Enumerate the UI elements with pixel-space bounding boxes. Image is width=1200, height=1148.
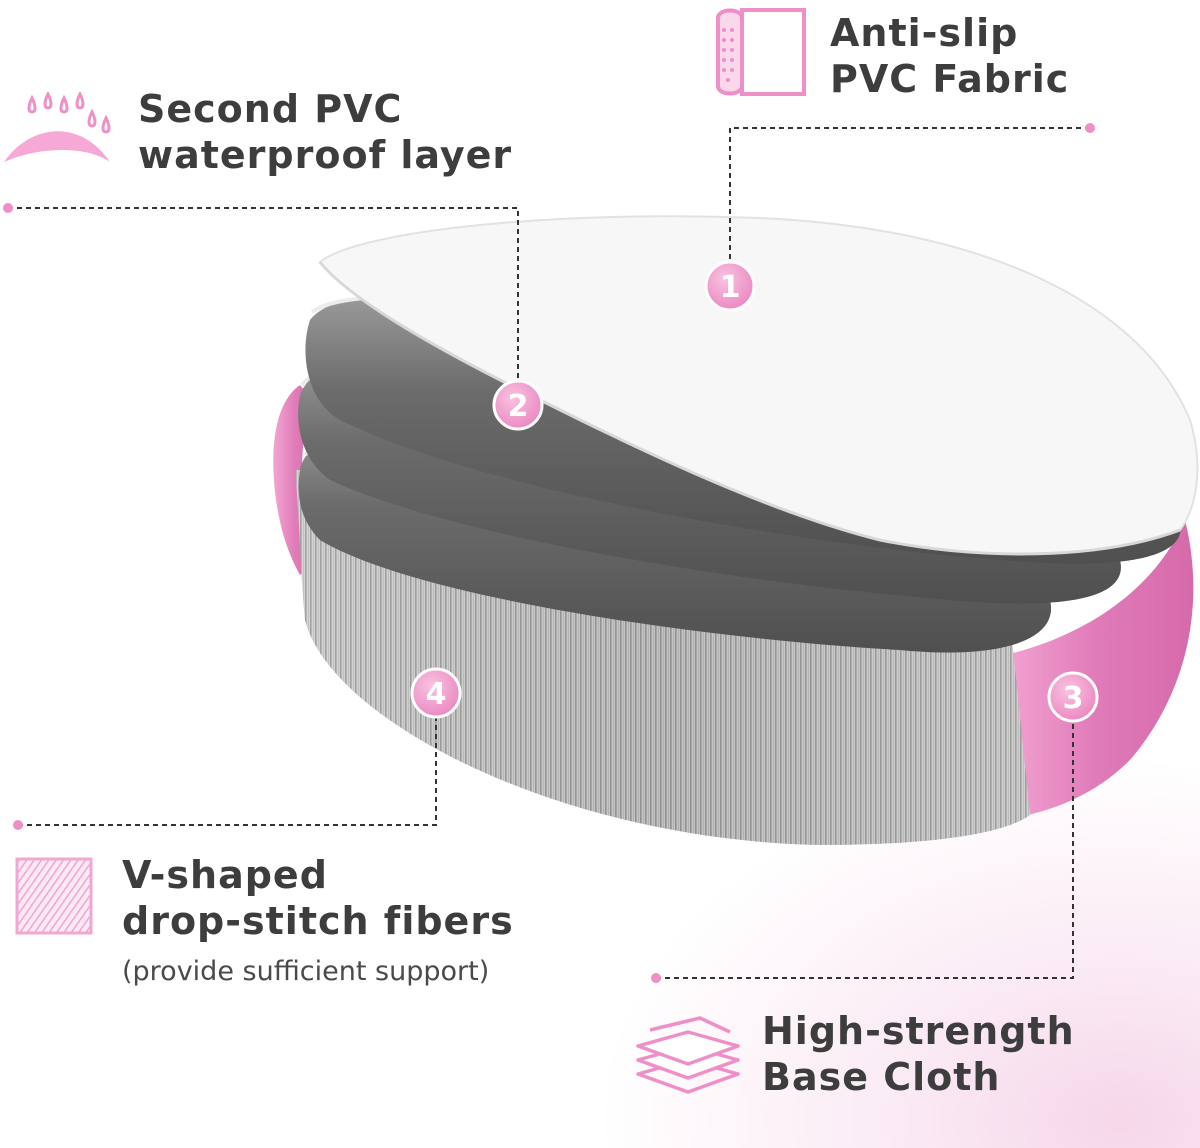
leader-dot-4 <box>13 820 23 830</box>
waterproof-line-1: Second PVC <box>138 87 403 131</box>
badge-3: 3 <box>1047 671 1099 723</box>
badge-4-number: 4 <box>426 677 447 712</box>
leader-line-3 <box>656 718 1074 979</box>
fibers-line-2: drop-stitch fibers <box>122 899 514 943</box>
badge-4: 4 <box>410 667 462 719</box>
base-cloth-line-1: High-strength <box>762 1009 1075 1053</box>
base-cloth-line-2: Base Cloth <box>762 1055 1001 1099</box>
anti-slip-line-2: PVC Fabric <box>830 57 1070 101</box>
badge-2-number: 2 <box>508 389 529 424</box>
leader-dot-1 <box>1085 123 1095 133</box>
fibers-note: (provide sufficient support) <box>122 956 490 987</box>
leader-dot-3 <box>651 973 661 983</box>
base-cloth-label: High-strength Base Cloth <box>762 1008 1075 1100</box>
water-drops-icon <box>4 92 111 162</box>
leader-line-1 <box>729 127 1090 262</box>
leader-line-4 <box>18 715 437 826</box>
badge-1-number: 1 <box>720 270 741 305</box>
anti-slip-label: Anti-slip PVC Fabric <box>830 10 1069 102</box>
waterproof-line-2: waterproof layer <box>138 133 513 177</box>
badge-1: 1 <box>704 260 756 312</box>
fibers-label: V-shaped drop-stitch fibers <box>122 852 514 944</box>
stacked-cloth-icon <box>636 1016 740 1094</box>
badge-3-number: 3 <box>1063 681 1084 716</box>
leader-dot-2 <box>3 203 13 213</box>
base-cloth-band-right <box>1000 520 1194 820</box>
fabric-roll-icon <box>716 8 806 96</box>
badge-2: 2 <box>492 379 544 431</box>
anti-slip-line-1: Anti-slip <box>830 11 1019 55</box>
fibers-line-1: V-shaped <box>122 853 328 897</box>
waterproof-label: Second PVC waterproof layer <box>138 86 512 178</box>
hatched-square-icon <box>15 857 93 935</box>
